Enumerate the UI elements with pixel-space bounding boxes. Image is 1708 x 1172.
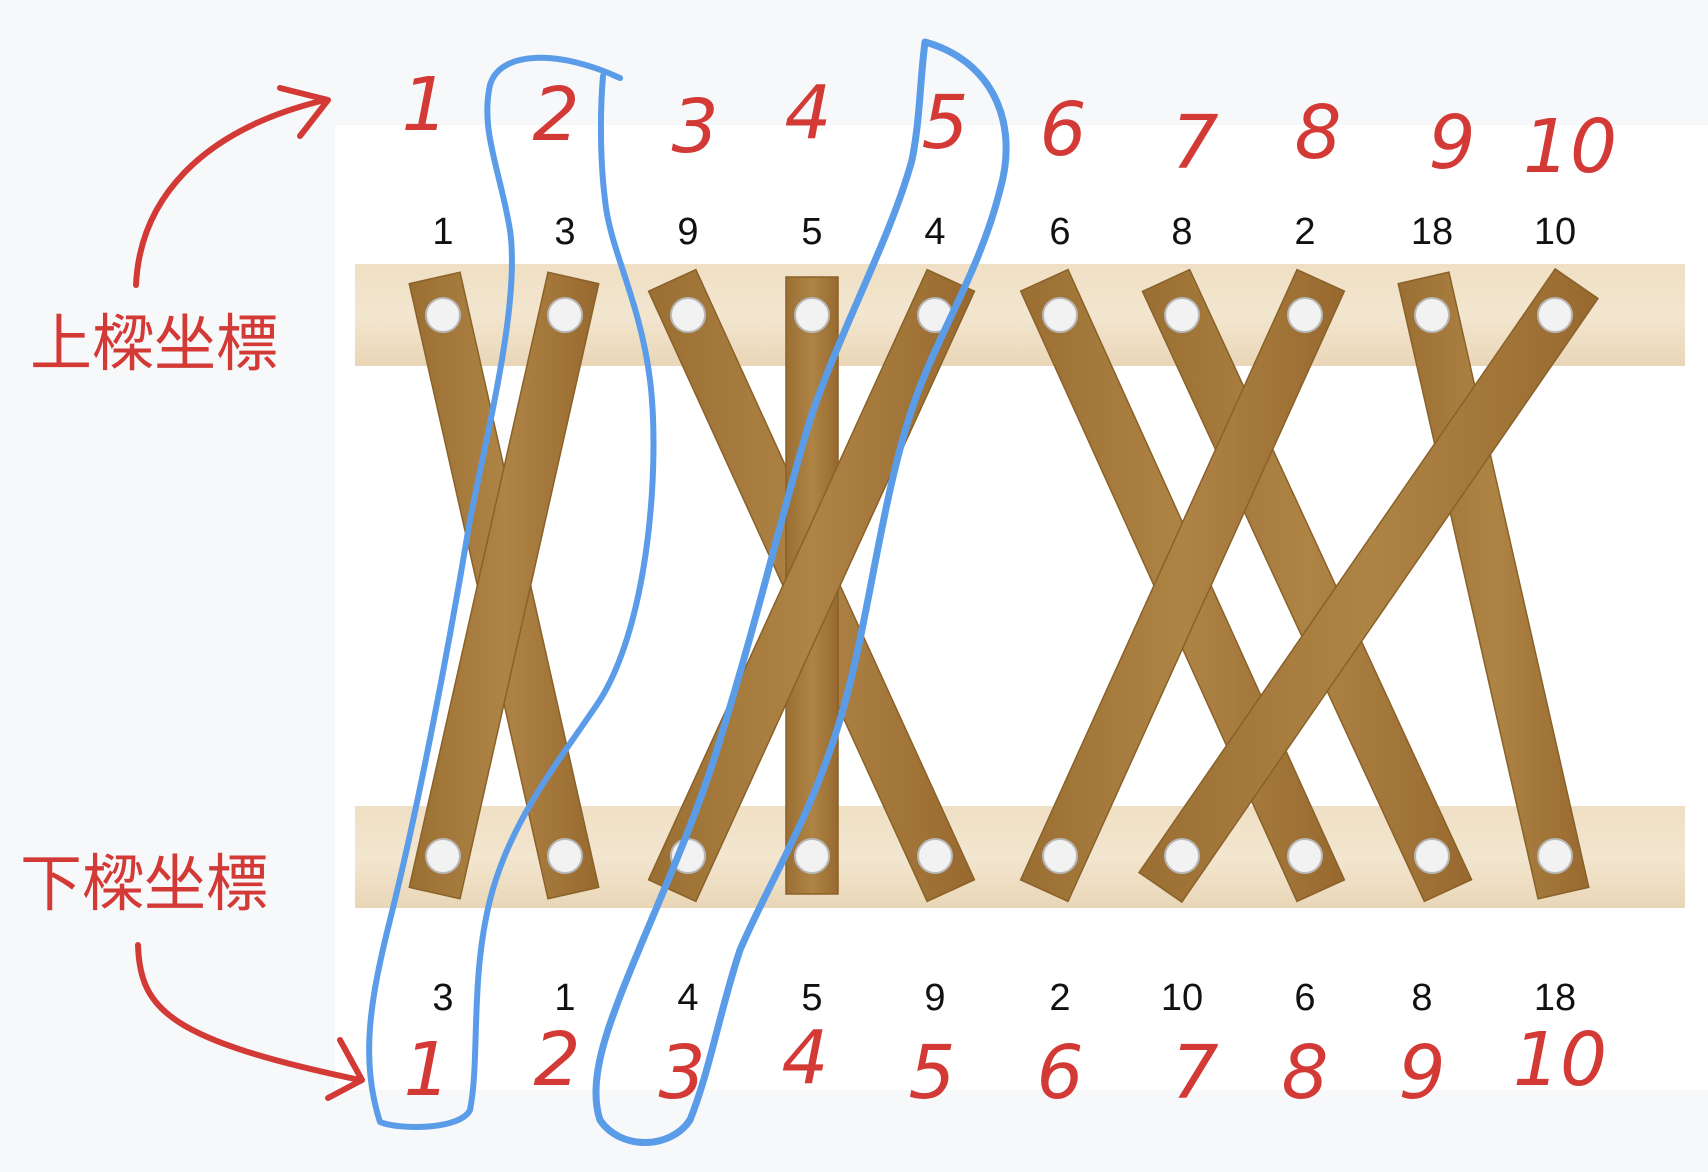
top-index-number: 5 [921,80,968,166]
top-index-number: 2 [532,72,579,158]
lower-value: 5 [801,977,822,1019]
bottom-index-number: 5 [908,1030,955,1116]
highlight-loop-pair-1-2 [366,54,657,1130]
lower-arrow-head-icon [325,1037,365,1101]
sticks-layer [408,267,1600,904]
lower-value: 10 [1161,977,1203,1019]
upper-value: 3 [554,211,575,253]
upper-value: 9 [677,211,698,253]
lower-value: 6 [1294,977,1315,1019]
lower-hole [917,838,953,874]
bottom-index-row: 1 2 3 4 5 6 7 8 9 10 [403,1015,1607,1116]
stick-10 [1137,267,1600,904]
upper-hole [794,297,830,333]
lower-value: 9 [924,977,945,1019]
top-index-number: 9 [1428,100,1475,186]
upper-value: 8 [1171,211,1192,253]
stick-3 [408,271,600,900]
top-index-number: 3 [671,84,718,170]
upper-hole [1414,297,1450,333]
upper-hole [425,297,461,333]
lower-value: 8 [1411,977,1432,1019]
bottom-index-number: 6 [1036,1030,1083,1116]
lower-value: 3 [432,977,453,1019]
lower-beam-label: 下樑坐標 [20,847,268,920]
upper-value: 5 [801,211,822,253]
upper-beam-label: 上樑坐標 [30,307,278,380]
lower-hole [1287,838,1323,874]
lower-value: 1 [554,977,575,1019]
lower-hole [1537,838,1573,874]
lower-hole [1414,838,1450,874]
upper-value: 18 [1411,211,1453,253]
bottom-index-number: 7 [1171,1030,1218,1116]
bottom-index-number: 10 [1513,1017,1607,1103]
top-index-number: 1 [401,62,448,148]
lower-hole [1042,838,1078,874]
upper-hole [1537,297,1573,333]
bottom-index-number: 2 [533,1017,580,1103]
stick-2 [1019,268,1346,903]
upper-arrow-head-icon [277,85,331,139]
bottom-index-number: 9 [1398,1030,1445,1116]
holes-layer [425,297,1573,874]
lower-values-row: 3 1 4 5 9 2 10 6 8 18 [432,977,1576,1019]
upper-hole [670,297,706,333]
top-index-number: 7 [1171,100,1218,186]
upper-hole [1042,297,1078,333]
upper-hole [547,297,583,333]
lower-value: 18 [1534,977,1576,1019]
top-index-number: 4 [784,70,831,156]
bottom-index-number: 1 [403,1027,450,1113]
lower-hole [794,838,830,874]
highlight-loop-pair-3-5 [592,38,1010,1146]
top-index-number: 6 [1039,87,1086,173]
bottom-index-number: 8 [1281,1030,1328,1116]
lower-value: 2 [1049,977,1070,1019]
upper-value: 2 [1294,211,1315,253]
lower-value: 4 [677,977,698,1019]
upper-value: 6 [1049,211,1070,253]
top-index-number: 8 [1294,90,1341,176]
upper-value: 10 [1534,211,1576,253]
upper-hole [1287,297,1323,333]
lower-label-arrow [135,942,363,1083]
upper-hole [1164,297,1200,333]
top-index-number: 10 [1523,104,1617,190]
upper-value: 4 [924,211,945,253]
upper-values-row: 1 3 9 5 4 6 8 2 18 10 [432,211,1576,253]
bottom-index-number: 4 [781,1015,828,1101]
upper-value: 1 [432,211,453,253]
lower-hole [425,838,461,874]
lower-hole [547,838,583,874]
lower-hole [1164,838,1200,874]
upper-label-arrow [133,97,328,288]
top-index-row: 1 2 3 4 5 6 7 8 9 10 [401,62,1617,190]
